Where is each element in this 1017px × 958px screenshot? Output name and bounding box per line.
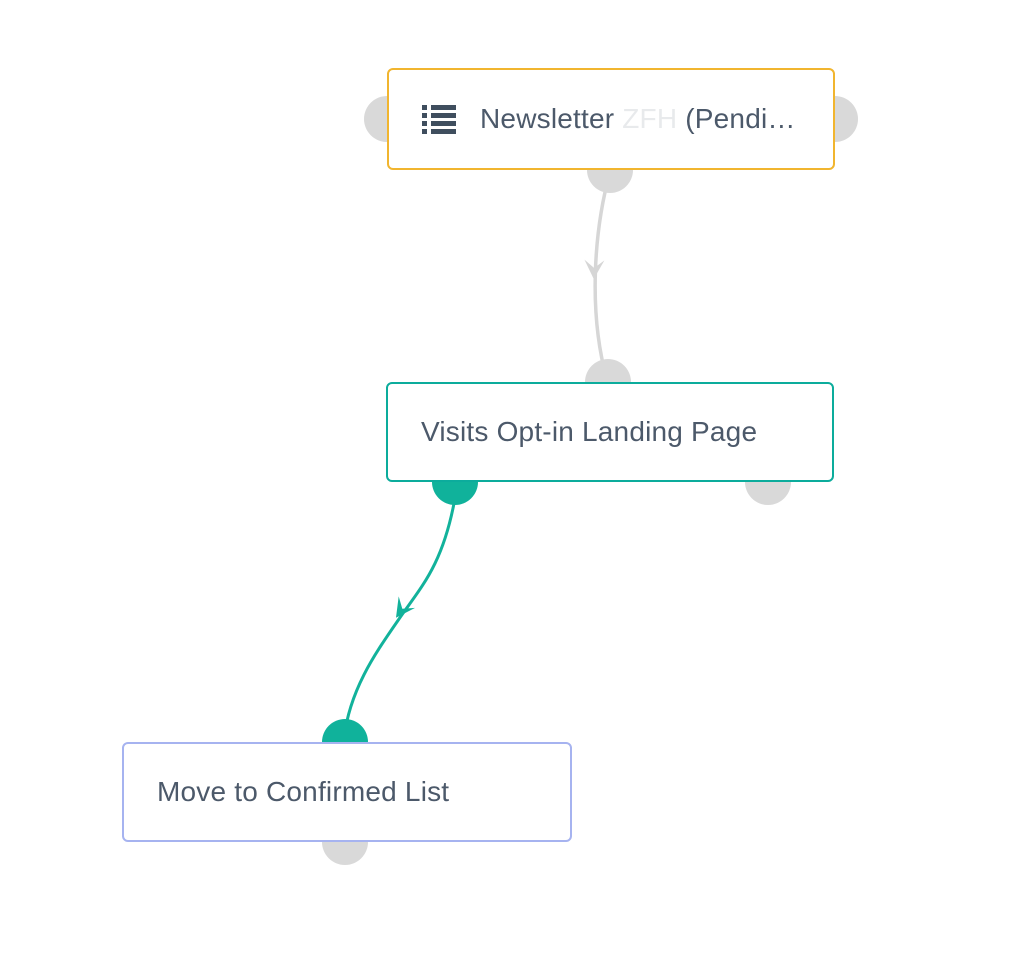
arrowhead-down-icon bbox=[584, 259, 605, 279]
node-newsletter-label-faded: ZFH bbox=[622, 103, 678, 134]
node-move-label: Move to Confirmed List bbox=[157, 776, 450, 807]
node-newsletter-label: Newsletter ZFH (Pendi… bbox=[480, 103, 796, 135]
node-move-to-confirmed-list[interactable]: Move to Confirmed List bbox=[122, 742, 572, 842]
arrowhead-down-left-icon bbox=[395, 596, 416, 618]
node-visits-label: Visits Opt-in Landing Page bbox=[421, 416, 758, 447]
edge-visits-to-move[interactable] bbox=[342, 497, 457, 739]
edge-newsletter-to-visits[interactable] bbox=[593, 171, 612, 381]
node-newsletter-trigger[interactable]: Newsletter ZFH (Pendi… bbox=[387, 68, 835, 170]
node-newsletter-label-suffix: (Pendi… bbox=[677, 103, 796, 134]
node-newsletter-label-prefix: Newsletter bbox=[480, 103, 623, 134]
list-icon bbox=[422, 104, 456, 134]
node-visits-optin-landing-page[interactable]: Visits Opt-in Landing Page bbox=[386, 382, 834, 482]
